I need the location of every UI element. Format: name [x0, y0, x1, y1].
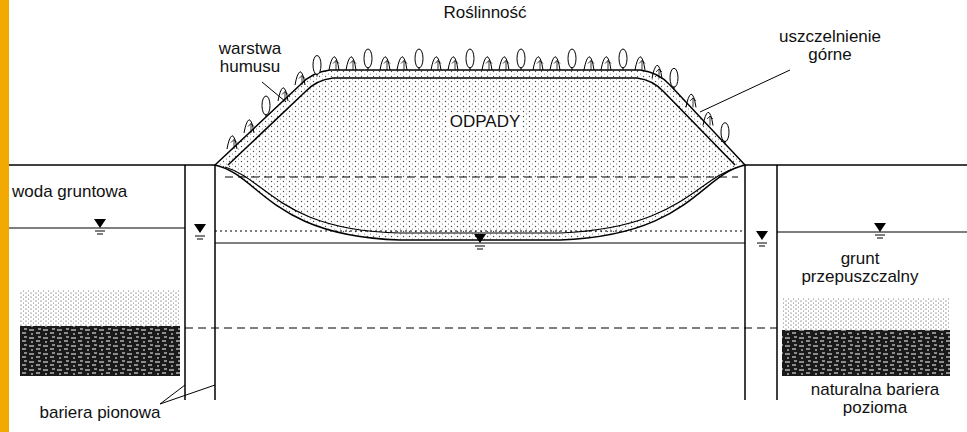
water-level — [9, 227, 185, 228]
natural-barrier — [782, 330, 950, 376]
leader-line — [160, 385, 185, 404]
bottom-seal — [225, 167, 738, 233]
groundwater-label: woda gruntowa — [12, 183, 172, 201]
humus-label: warstwa humusu — [205, 40, 295, 76]
waste-label: ODPADY — [448, 113, 523, 131]
dashed-line — [185, 328, 777, 329]
plant-label: Roślinność — [420, 4, 550, 22]
permeable-soil — [20, 290, 180, 326]
vertical-barrier — [214, 165, 216, 400]
vertical-barrier — [184, 165, 186, 400]
water-symbols — [94, 219, 886, 249]
vegetation — [227, 49, 729, 149]
ground-line — [745, 164, 967, 166]
edge-bar — [0, 0, 9, 432]
soil-label: grunt przepuszczalny — [795, 250, 925, 286]
seal-label: uszczelnienie górne — [770, 28, 890, 64]
leader-line — [700, 70, 790, 112]
top-seal — [228, 78, 735, 165]
dashed-line — [225, 177, 738, 178]
permeable-soil — [782, 298, 950, 330]
ground-line — [9, 164, 215, 166]
water-level — [777, 231, 967, 232]
barrier-label: naturalna bariera pozioma — [800, 381, 950, 417]
vertical-barrier — [776, 165, 778, 400]
vertical-barrier-label: bariera pionowa — [30, 404, 170, 422]
leader-line — [160, 385, 215, 404]
waste-body — [215, 70, 745, 240]
natural-barrier — [20, 326, 180, 376]
water-level — [215, 231, 745, 232]
vertical-barrier — [744, 165, 746, 400]
leader-line — [262, 82, 286, 102]
